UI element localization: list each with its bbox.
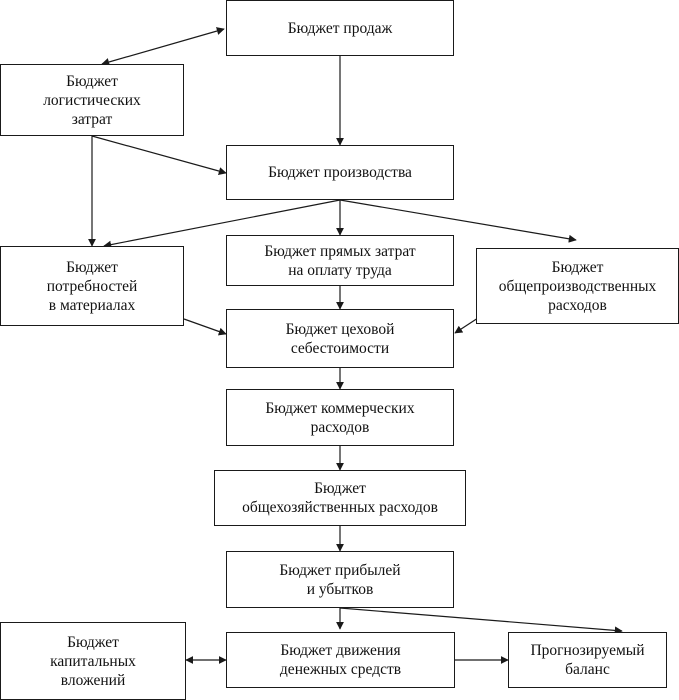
arrow-production-overhead: [339, 199, 577, 243]
box-overhead-line-3: расходов: [548, 296, 607, 314]
box-logistics-line-3: затрат: [71, 110, 113, 128]
box-materials-line-1: Бюджет: [66, 258, 118, 276]
box-admin-budget: Бюджет общехозяйственных расходов: [214, 470, 466, 526]
arrow-overhead-shopcost: [454, 317, 479, 334]
box-commercial-line-2: расходов: [310, 418, 370, 436]
box-admin-line-2: общехозяйственных расходов: [242, 499, 438, 516]
box-production-budget: Бюджет производства: [226, 145, 454, 200]
box-production-line-1: Бюджет производства: [268, 164, 412, 181]
box-cashflow-line-2: денежных средств: [279, 661, 402, 678]
box-sales-line-1: Бюджет продаж: [287, 19, 393, 37]
box-overhead-line-2: общепроизводственных: [498, 277, 657, 295]
box-logistics-line-1: Бюджет: [66, 72, 118, 90]
box-commercial-budget: Бюджет коммерческих расходов: [226, 389, 454, 446]
box-profit-line-2: и убытков: [306, 580, 374, 598]
box-commercial-line-1: Бюджет коммерческих: [265, 399, 415, 417]
arrow-materials-shopcost: [183, 318, 227, 336]
box-capex-line-2: капитальных: [50, 652, 136, 670]
box-labor-line-1: Бюджет прямых затрат: [264, 242, 416, 260]
arrow-sales-logistics: [101, 27, 225, 66]
box-capex-budget: Бюджет капитальных вложений: [0, 622, 186, 700]
box-profit-budget: Бюджет прибылей и убытков: [226, 551, 454, 608]
box-logistics-budget: Бюджет логистических затрат: [0, 64, 184, 136]
box-balance-line-1: Прогнозируемый: [530, 642, 645, 659]
box-materials-line-3: в материалах: [48, 296, 136, 314]
box-overhead-budget: Бюджет общепроизводственных расходов: [476, 248, 679, 324]
box-labor-line-2: на оплату труда: [288, 261, 392, 279]
arrow-profit-balance: [339, 607, 623, 635]
box-sales-budget: Бюджет продаж: [226, 0, 454, 56]
box-forecast-balance: Прогнозируемый баланс: [508, 632, 667, 688]
box-capex-line-1: Бюджет: [67, 633, 119, 651]
box-shop-cost-budget: Бюджет цеховой себестоимости: [226, 309, 454, 368]
box-shop-cost-line-1: Бюджет цеховой: [285, 320, 395, 338]
arrow-logistics-production: [91, 135, 227, 175]
box-materials-budget: Бюджет потребностей в материалах: [0, 246, 184, 326]
box-logistics-line-2: логистических: [43, 91, 141, 109]
box-cashflow-line-1: Бюджет движения: [280, 642, 401, 659]
box-shop-cost-line-2: себестоимости: [290, 339, 390, 357]
box-materials-line-2: потребностей: [46, 277, 138, 295]
box-overhead-line-1: Бюджет: [551, 258, 604, 276]
box-profit-line-1: Бюджет прибылей: [279, 561, 401, 579]
arrow-production-materials: [103, 199, 341, 249]
box-labor-budget: Бюджет прямых затрат на оплату труда: [226, 235, 454, 286]
box-capex-line-3: вложений: [60, 671, 126, 689]
box-admin-line-1: Бюджет: [314, 480, 366, 497]
box-balance-line-2: баланс: [565, 661, 610, 678]
box-cashflow-budget: Бюджет движения денежных средств: [226, 632, 455, 688]
